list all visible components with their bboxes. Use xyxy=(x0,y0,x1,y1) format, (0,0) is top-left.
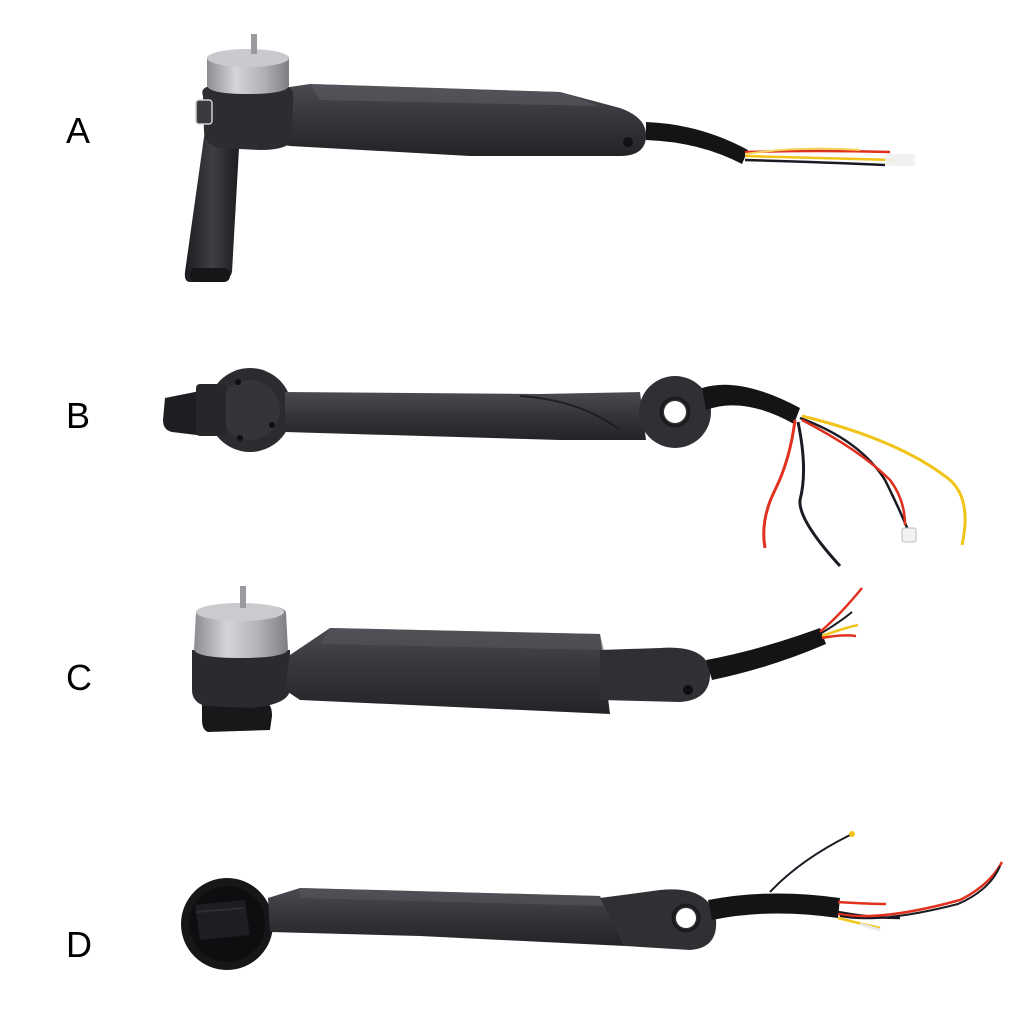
label-c: C xyxy=(66,657,92,698)
arm-c-icon xyxy=(192,586,863,732)
label-d: D xyxy=(66,924,92,965)
arm-d-icon xyxy=(181,831,1004,970)
arm-b-icon xyxy=(163,368,967,568)
label-b: B xyxy=(66,395,91,436)
arm-a-icon xyxy=(184,34,915,282)
label-a: A xyxy=(66,110,91,151)
